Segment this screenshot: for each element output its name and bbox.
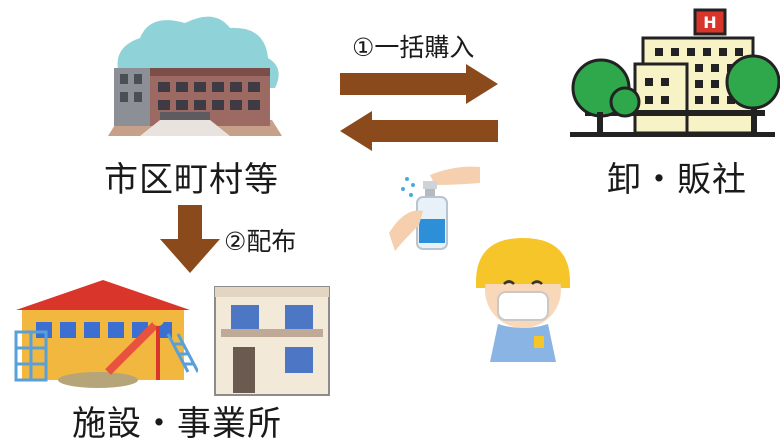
arrow-distribute-down: [160, 205, 220, 273]
step2-label: ②配布: [224, 227, 297, 256]
wholesaler-label: 卸・販社: [607, 160, 747, 200]
facilities-label: 施設・事業所: [72, 404, 282, 444]
child-with-mask-illustration: [468, 232, 578, 362]
municipality-building-illustration: [100, 8, 290, 148]
step1-label: ①一括購入: [352, 33, 475, 62]
arrow-purchase-right: [340, 64, 498, 104]
nursery-school-illustration: [8, 272, 198, 392]
wholesaler-building-illustration: H: [565, 8, 780, 148]
municipality-label: 市区町村等: [104, 160, 279, 200]
apartment-illustration: [213, 285, 331, 397]
arrow-supply-left: [340, 111, 498, 151]
hand-sanitizer-illustration: [385, 155, 485, 255]
svg-text:H: H: [703, 13, 716, 32]
